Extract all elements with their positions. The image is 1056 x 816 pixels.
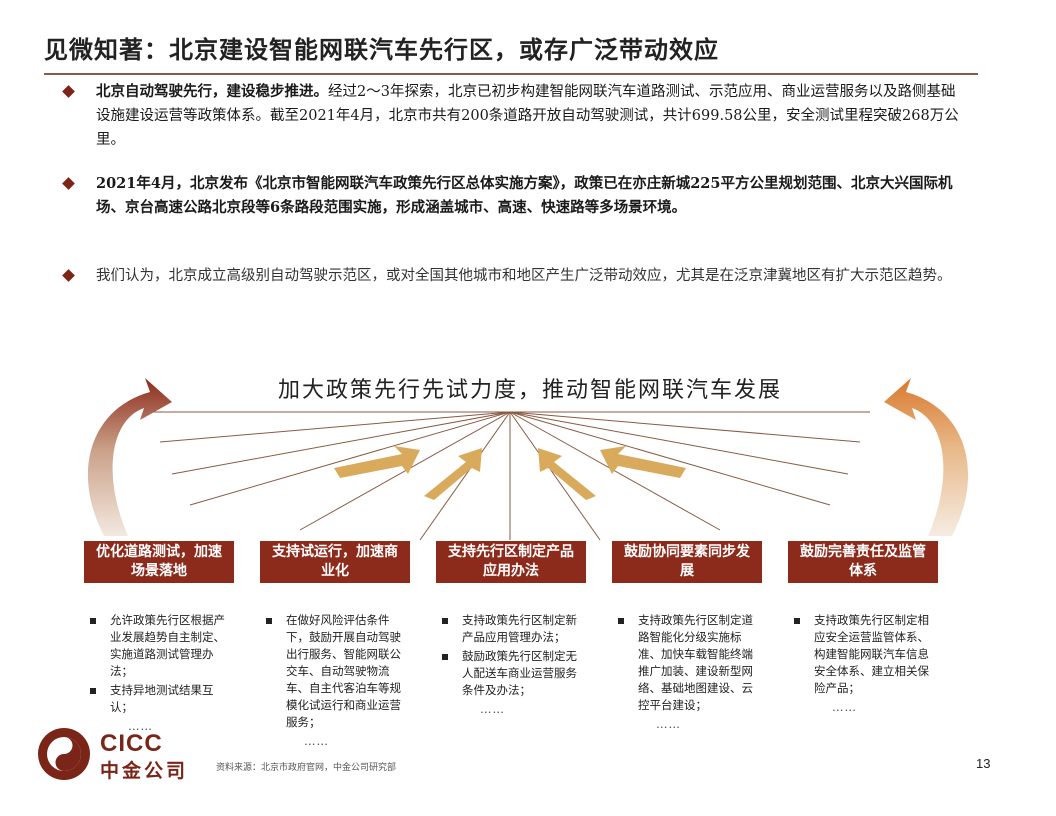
policy-details-2: 在做好风险评估条件下，鼓励开展自动驾驶出行服务、智能网联公交车、自动驾驶物流车、… [264, 612, 412, 750]
policy-details-3: 支持政策先行区制定新产品应用管理办法； 鼓励政策先行区制定无人配送车商业运营服务… [440, 612, 588, 718]
diagram-banner: 加大政策先行先试力度，推动智能网联汽车发展 [277, 378, 782, 403]
right-curved-arrow-icon [884, 378, 969, 536]
ellipsis: …… [480, 702, 505, 716]
bullet-3-body: 我们认为，北京成立高级别自动驾驶示范区，或对全国其他城市和地区产生广泛带动效应，… [96, 268, 952, 284]
square-bullet-icon [442, 654, 448, 660]
ellipsis: …… [128, 719, 153, 733]
bullet-3: 我们认为，北京成立高级别自动驾驶示范区，或对全国其他城市和地区产生广泛带动效应，… [62, 264, 964, 288]
page-number: 13 [976, 756, 991, 771]
bullet-1: 北京自动驾驶先行，建设稳步推进。经过2～3年探索，北京已初步构建智能网联汽车道路… [62, 80, 964, 152]
ellipsis: …… [656, 717, 681, 731]
list-item: 鼓励政策先行区制定无人配送车商业运营服务条件及办法； [440, 648, 588, 699]
square-bullet-icon [794, 618, 800, 624]
list-item: 允许政策先行区根据产业发展趋势自主制定、实施道路测试管理办法； [88, 612, 236, 680]
bullet-1-lead: 北京自动驾驶先行，建设稳步推进。 [96, 83, 328, 100]
policy-box-4: 鼓励协同要素同步发展 [612, 541, 762, 583]
square-bullet-icon [90, 618, 96, 624]
logo-text-en: CICC [100, 730, 163, 757]
policy-box-1: 优化道路测试，加速场景落地 [84, 541, 234, 583]
list-item: 支持政策先行区制定新产品应用管理办法； [440, 612, 588, 646]
logo-text-zh: 中金公司 [100, 761, 189, 782]
policy-box-2: 支持试运行，加速商业化 [260, 541, 410, 583]
policy-box-5: 鼓励完善责任及监管体系 [788, 541, 938, 583]
bullet-1-body: 经过2～3年探索，北京已初步构建智能网联汽车道路测试、示范应用、商业运营服务以及… [96, 84, 959, 148]
cicc-logo-icon [38, 728, 90, 780]
square-bullet-icon [442, 618, 448, 624]
policy-details-5: 支持政策先行区制定相应安全运营监管体系、构建智能网联汽车信息安全体系、建立相关保… [792, 612, 940, 716]
fan-lines [150, 411, 870, 541]
source-note: 资料来源：北京市政府官网，中金公司研究部 [216, 763, 397, 773]
list-item: 支持政策先行区制定相应安全运营监管体系、构建智能网联汽车信息安全体系、建立相关保… [792, 612, 940, 697]
policy-details-1: 允许政策先行区根据产业发展趋势自主制定、实施道路测试管理办法； 支持异地测试结果… [88, 612, 236, 735]
title-divider [44, 73, 978, 75]
bullet-2: 2021年4月，北京发布《北京市智能网联汽车政策先行区总体实施方案》，政策已在亦… [62, 172, 964, 220]
square-bullet-icon [90, 688, 96, 694]
square-bullet-icon [618, 618, 624, 624]
list-item: 支持异地测试结果互认； [88, 682, 236, 716]
policy-details-4: 支持政策先行区制定道路智能化分级实施标准、加快车载智能终端推广加装、建设新型网络… [616, 612, 764, 733]
square-bullet-icon [266, 618, 272, 624]
left-curved-arrow-icon [87, 378, 172, 536]
ellipsis: …… [304, 734, 329, 748]
gold-arrows [334, 446, 686, 500]
list-item: 在做好风险评估条件下，鼓励开展自动驾驶出行服务、智能网联公交车、自动驾驶物流车、… [264, 612, 412, 731]
ellipsis: …… [832, 700, 857, 714]
page-title: 见微知著：北京建设智能网联汽车先行区，或存广泛带动效应 [44, 35, 719, 64]
bullet-2-lead: 2021年4月，北京发布《北京市智能网联汽车政策先行区总体实施方案》，政策已在亦… [96, 175, 953, 216]
policy-box-3: 支持先行区制定产品应用办法 [436, 541, 586, 583]
list-item: 支持政策先行区制定道路智能化分级实施标准、加快车载智能终端推广加装、建设新型网络… [616, 612, 764, 714]
